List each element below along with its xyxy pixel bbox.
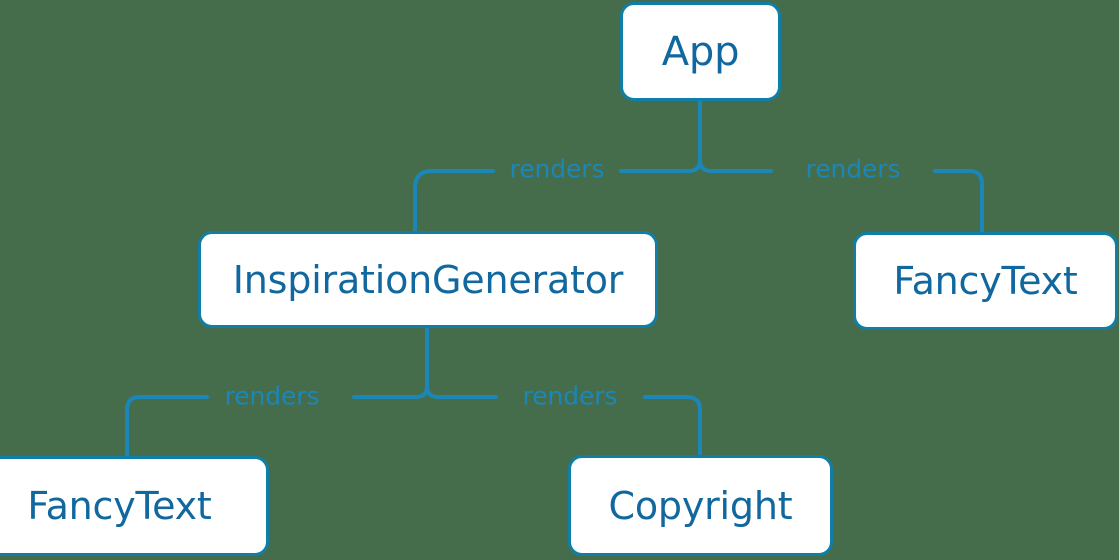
edge-inspirationgenerator-to-copyright bbox=[437, 395, 702, 457]
node-app[interactable]: App bbox=[620, 2, 781, 101]
node-inspiration-generator-label: InspirationGenerator bbox=[232, 257, 624, 302]
edge-app-junction-right bbox=[698, 158, 713, 173]
edge-label-inspirationgenerator-to-copyright: renders bbox=[522, 381, 618, 411]
node-fancy-text-right-label: FancyText bbox=[893, 259, 1078, 303]
node-copyright-label: Copyright bbox=[608, 483, 793, 528]
node-fancy-text-left[interactable]: FancyText bbox=[0, 456, 269, 556]
edge-label-app-to-fancytext-right: renders bbox=[805, 154, 901, 184]
edge-insp-junction-right bbox=[425, 384, 440, 399]
node-fancy-text-right[interactable]: FancyText bbox=[853, 232, 1118, 330]
edge-app-to-inspirationgenerator bbox=[413, 169, 690, 233]
edge-label-inspirationgenerator-to-fancytext-left: renders bbox=[224, 381, 320, 411]
edge-app-to-fancytext-right bbox=[710, 169, 984, 234]
edge-inspirationgenerator-to-fancytext-left bbox=[125, 395, 417, 458]
node-fancy-text-left-label: FancyText bbox=[27, 484, 212, 528]
edge-label-app-to-inspirationgenerator: renders bbox=[509, 154, 605, 184]
node-copyright[interactable]: Copyright bbox=[568, 455, 833, 556]
node-inspiration-generator[interactable]: InspirationGenerator bbox=[198, 231, 658, 328]
node-app-label: App bbox=[661, 28, 740, 75]
